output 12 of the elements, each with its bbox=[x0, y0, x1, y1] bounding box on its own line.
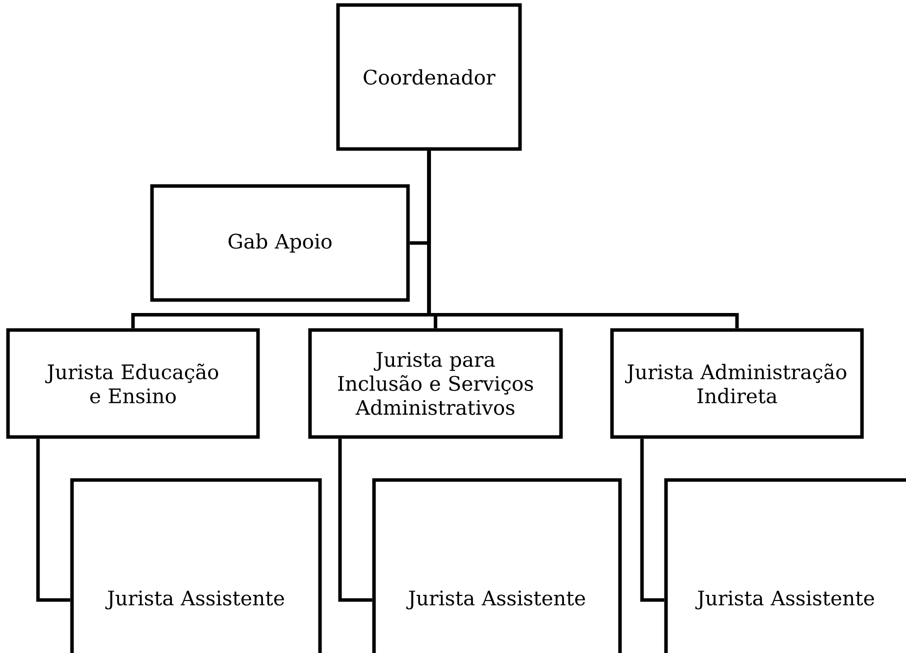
connector-line bbox=[338, 438, 372, 602]
connector-line bbox=[427, 150, 739, 328]
org-box: Jurista Assistente bbox=[70, 478, 322, 653]
connector-line bbox=[640, 438, 664, 602]
org-box: Jurista Educação e Ensino bbox=[6, 328, 260, 439]
org-box: Jurista Assistente bbox=[664, 478, 906, 653]
org-box: Jurista Administração Indireta bbox=[610, 328, 864, 439]
org-box: Jurista Assistente bbox=[372, 478, 622, 653]
org-box: Coordenador bbox=[336, 3, 522, 151]
org-box: Gab Apoio bbox=[150, 184, 410, 302]
org-box: Jurista para Inclusão e Serviços Administrativos bbox=[308, 328, 563, 439]
connector-line bbox=[36, 438, 70, 602]
